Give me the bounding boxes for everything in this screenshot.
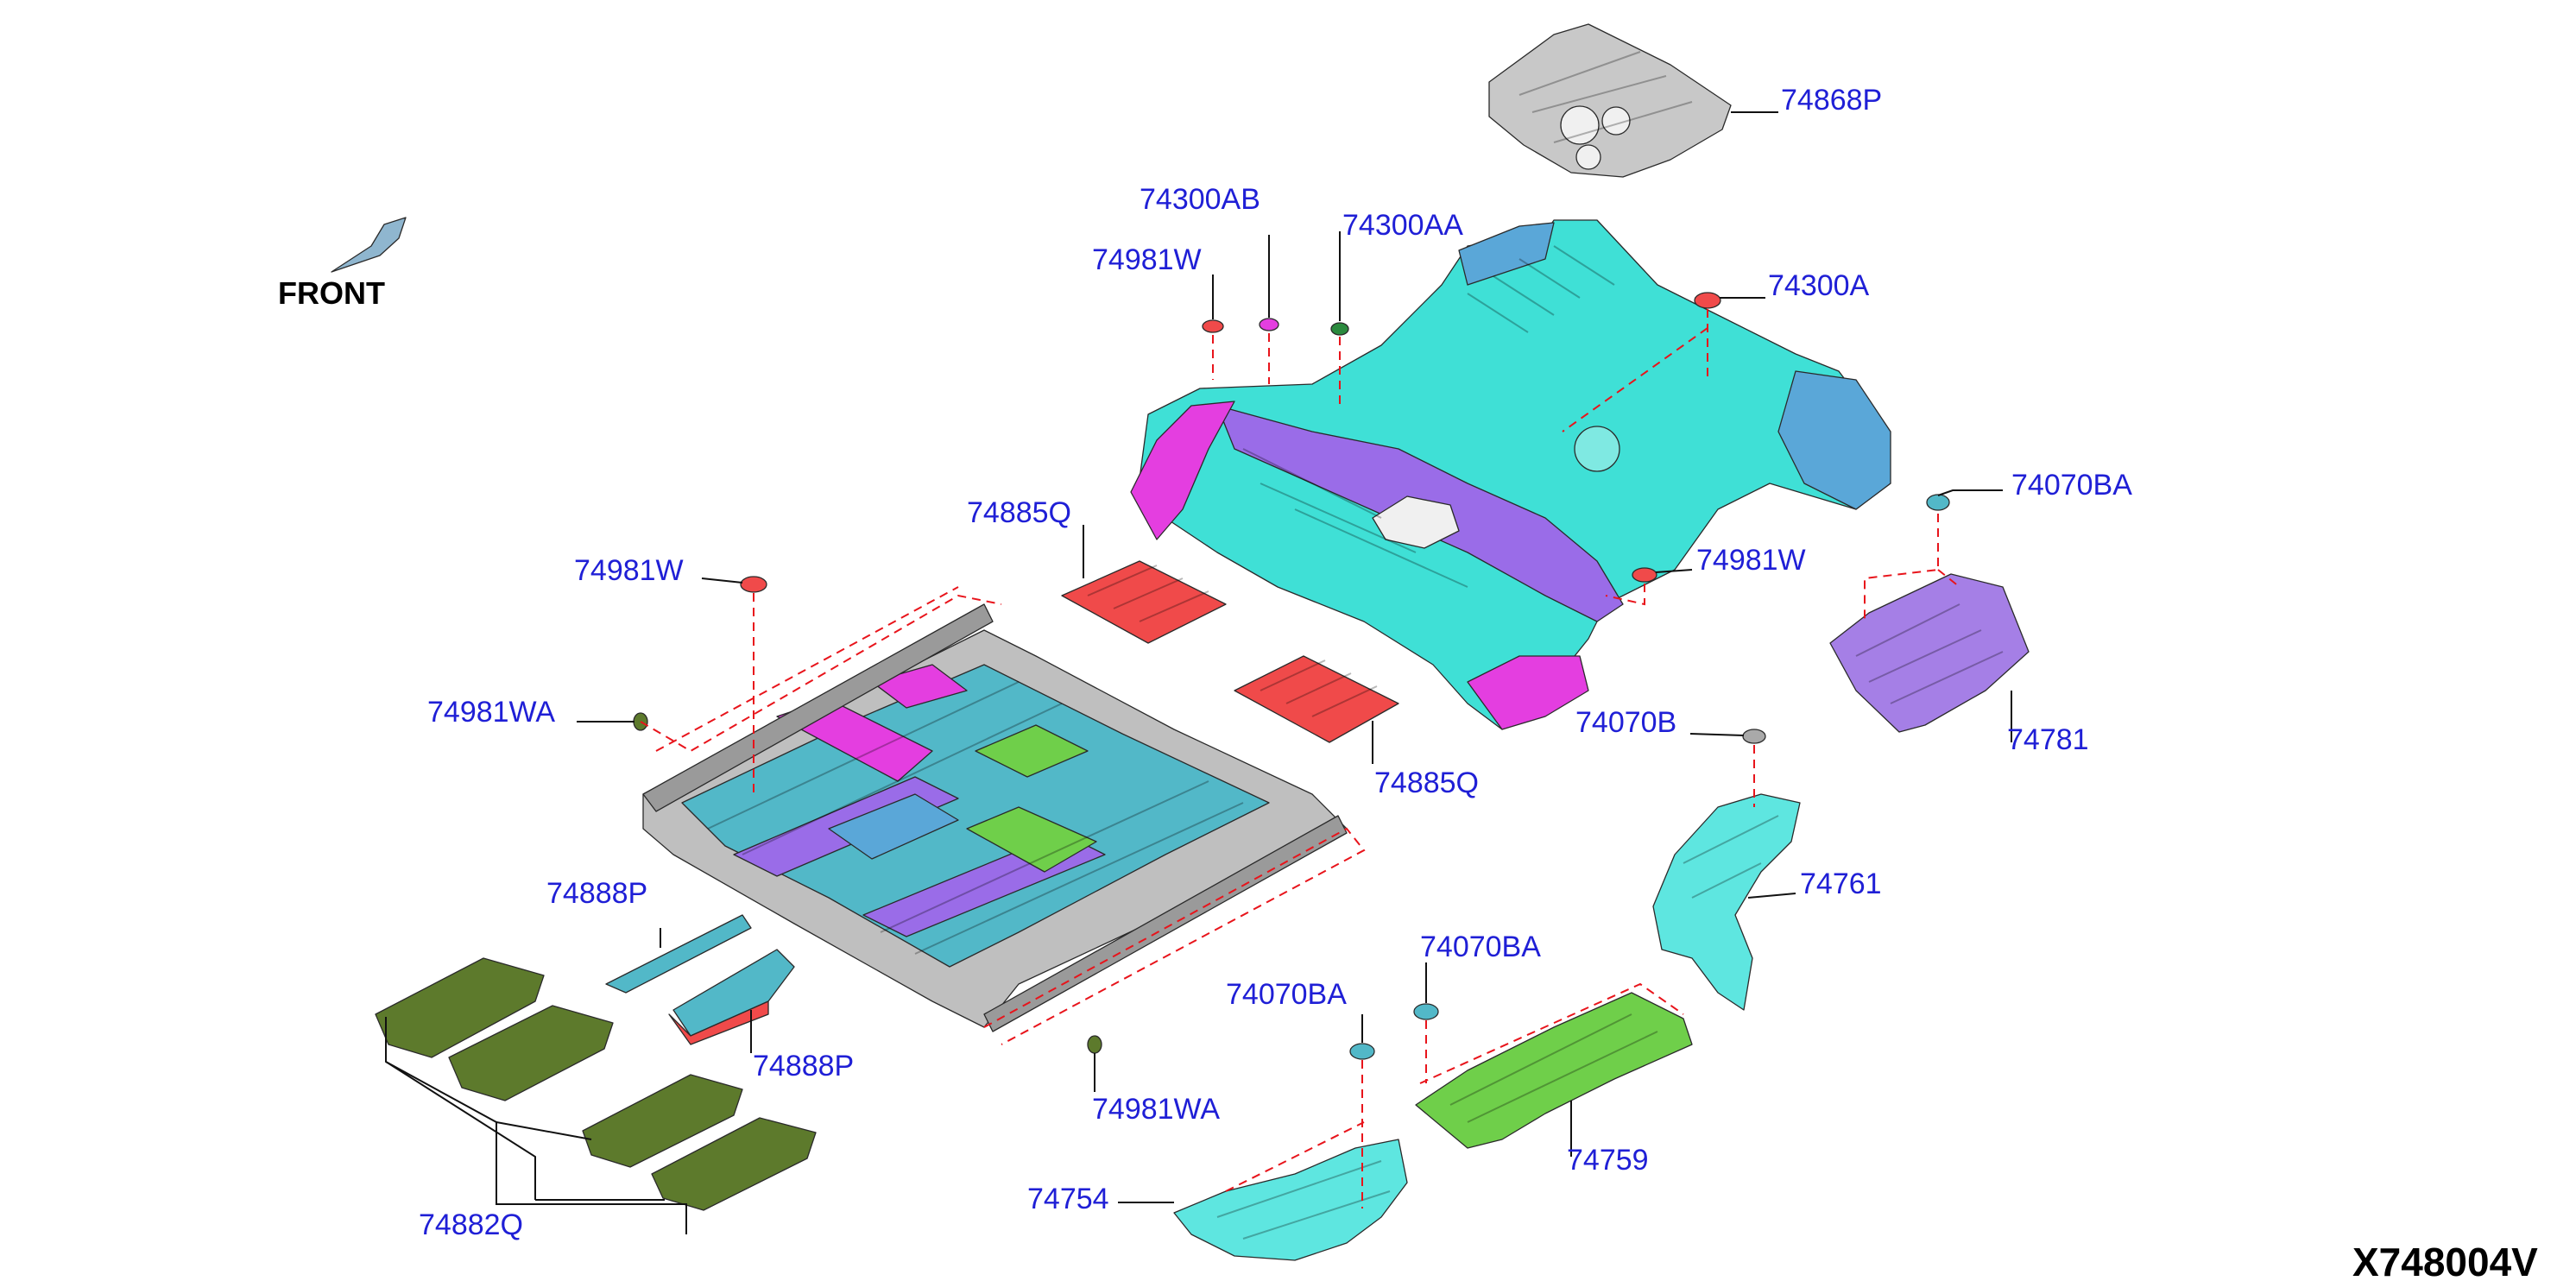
label-74981W-left[interactable]: 74981W (574, 554, 684, 587)
label-74300AA[interactable]: 74300AA (1342, 209, 1463, 242)
clip-74981WA-bottom (1087, 1035, 1102, 1054)
part-74759[interactable] (1415, 992, 1693, 1149)
clip-74070BA-right (1926, 494, 1950, 511)
label-74888P-top[interactable]: 74888P (546, 877, 647, 910)
label-74885Q-top[interactable]: 74885Q (967, 496, 1071, 529)
leader-lines (385, 111, 2012, 1234)
label-74981W-top[interactable]: 74981W (1092, 243, 1202, 276)
clip-74981W-top (1202, 319, 1224, 333)
clip-74300AB (1259, 318, 1279, 331)
part-74754[interactable] (1173, 1139, 1408, 1261)
part-74888P-top[interactable] (605, 914, 752, 994)
label-74070BA-right[interactable]: 74070BA (2011, 469, 2132, 502)
label-74868P[interactable]: 74868P (1781, 84, 1882, 117)
label-74754[interactable]: 74754 (1027, 1183, 1109, 1215)
front-arrow-icon (331, 217, 407, 273)
label-74981WA-left[interactable]: 74981WA (427, 696, 555, 729)
clip-74300A (1694, 292, 1721, 309)
label-74981W-right[interactable]: 74981W (1696, 544, 1806, 577)
label-74070B[interactable]: 74070B (1575, 706, 1676, 739)
part-74882Q[interactable] (375, 957, 817, 1211)
front-floor-assembly[interactable] (642, 603, 1348, 1032)
clip-74070BA-low (1349, 1043, 1375, 1060)
part-74888P-bottom[interactable] (668, 949, 795, 1045)
label-74070BA-low[interactable]: 74070BA (1226, 978, 1347, 1011)
clip-74981W-left (740, 576, 767, 593)
rear-floor-assembly[interactable] (1130, 219, 1891, 730)
label-74300A[interactable]: 74300A (1768, 269, 1870, 302)
label-74781[interactable]: 74781 (2007, 723, 2089, 756)
label-74300AB[interactable]: 74300AB (1140, 183, 1260, 216)
label-74885Q-mid[interactable]: 74885Q (1374, 767, 1479, 799)
part-74781[interactable] (1829, 573, 2030, 733)
part-74885Q-mid[interactable] (1234, 655, 1399, 743)
front-label: FRONT (278, 275, 385, 311)
label-74888P-bottom[interactable]: 74888P (753, 1050, 854, 1082)
clip-74070B (1742, 729, 1766, 744)
part-74868P[interactable] (1488, 23, 1732, 178)
diagram-code: X748004V (2352, 1240, 2538, 1281)
label-74070BA-mid[interactable]: 74070BA (1420, 931, 1541, 963)
label-74759[interactable]: 74759 (1567, 1144, 1649, 1177)
label-74981WA-bottom[interactable]: 74981WA (1092, 1093, 1220, 1126)
label-74882Q[interactable]: 74882Q (419, 1208, 523, 1241)
clip-74981W-right (1632, 567, 1657, 583)
part-labels: 74868P 74300AB 74300AA 74981W 74300A 740… (419, 84, 2132, 1241)
label-74761[interactable]: 74761 (1800, 868, 1882, 900)
dashed-guides (640, 309, 1960, 1208)
part-74885Q-top[interactable] (1061, 560, 1227, 644)
clips (633, 292, 1950, 1060)
clip-74300AA (1330, 322, 1349, 336)
front-indicator: FRONT (278, 217, 407, 311)
clip-74070BA-mid (1413, 1003, 1439, 1020)
part-74761[interactable] (1652, 793, 1801, 1011)
